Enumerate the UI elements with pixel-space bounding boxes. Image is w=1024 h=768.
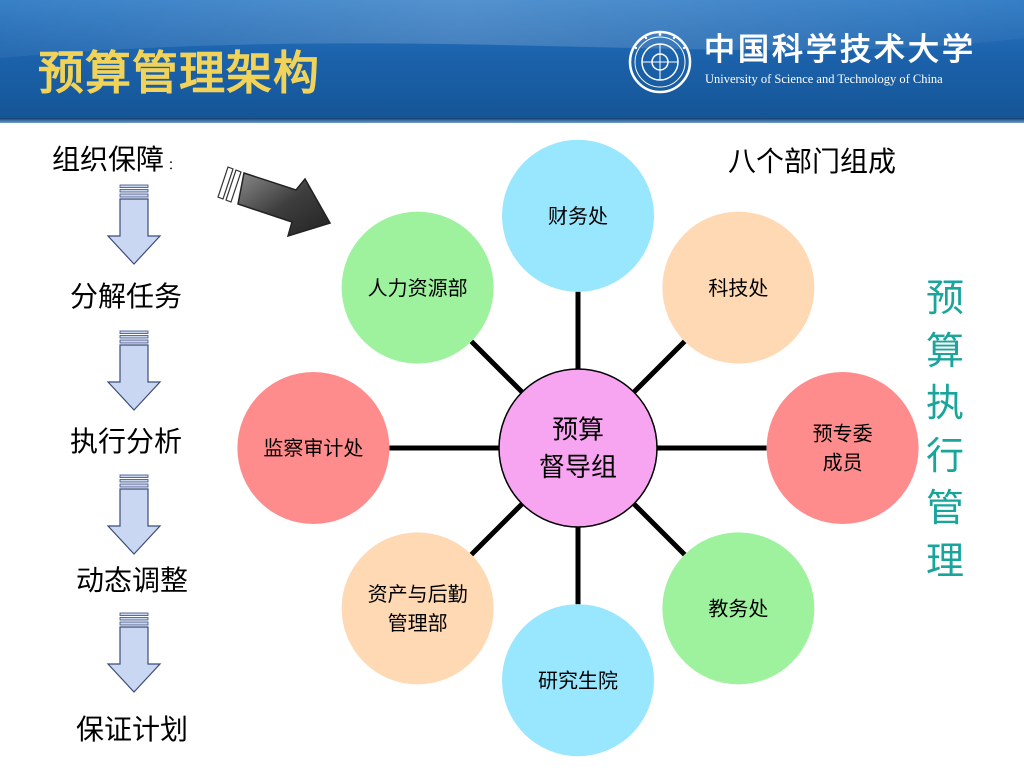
- department-label-line: 研究生院: [538, 668, 618, 692]
- department-node: [662, 211, 815, 364]
- banner-divider: [0, 118, 1024, 123]
- down-arrow-icon: [106, 330, 162, 411]
- flow-step-adjust: 动态调整: [76, 564, 189, 597]
- department-label: 教务处: [708, 597, 768, 621]
- department-label: 财务处: [548, 204, 608, 228]
- connector-line: [632, 502, 687, 557]
- center-node: [498, 368, 658, 528]
- down-arrow-icon: [106, 612, 162, 693]
- budget-execution-label: 预算执行管理: [925, 276, 964, 583]
- department-label: 科技处: [708, 276, 768, 300]
- department-label: 研究生院: [538, 668, 618, 692]
- department-label-line: 教务处: [708, 597, 768, 621]
- department-label: 预专委成员: [813, 422, 873, 475]
- flow-step-label: 组织保障: [52, 143, 165, 176]
- department-label: 人力资源部: [368, 276, 468, 300]
- department-node: [502, 604, 654, 757]
- flow-step-suffix: ：: [168, 158, 181, 172]
- header-banner: 预算管理架构 中国科学技术大学 University of Science an…: [0, 0, 1024, 118]
- department-label-line: 科技处: [708, 276, 768, 300]
- department-node: [237, 372, 390, 524]
- department-node: [662, 532, 815, 685]
- pointer-arrow-icon: [217, 166, 332, 238]
- department-label-line: 管理部: [388, 611, 448, 635]
- department-count-label: 八个部门组成: [728, 145, 897, 178]
- university-name-cn: 中国科学技术大学: [704, 32, 976, 68]
- flow-step-analysis: 执行分析: [70, 425, 183, 458]
- down-arrow-icon: [106, 184, 162, 265]
- banner-shine: [0, 0, 1024, 58]
- department-node: [766, 372, 919, 524]
- connector-line: [469, 502, 524, 557]
- department-label-line: 资产与后勤: [368, 582, 468, 606]
- flow-step-decompose: 分解任务: [70, 280, 183, 313]
- department-node: [502, 139, 654, 292]
- flow-step-guarantee: 保证计划: [76, 713, 189, 746]
- department-label-line: 预专委: [813, 422, 873, 446]
- department-label-line: 人力资源部: [368, 276, 468, 300]
- department-label: 资产与后勤管理部: [368, 582, 468, 635]
- connector-line: [632, 339, 687, 394]
- center-label: 预算督导组: [539, 416, 617, 484]
- flow-step-organization: 组织保障：: [52, 142, 180, 183]
- center-label-line: 督导组: [539, 453, 617, 483]
- department-label-line: 成员: [823, 451, 863, 475]
- department-label: 监察审计处: [263, 436, 363, 460]
- diagram-connectors: [389, 291, 767, 605]
- university-name-en: University of Science and Technology of …: [705, 72, 943, 86]
- department-label-line: 监察审计处: [263, 436, 363, 460]
- department-label-line: 财务处: [548, 204, 608, 228]
- center-label-line: 预算: [552, 416, 604, 446]
- page-title: 预算管理架构: [38, 46, 320, 100]
- department-node: [341, 211, 494, 364]
- department-node: [341, 532, 494, 685]
- down-arrow-icon: [106, 474, 162, 555]
- university-seal-icon: [628, 30, 692, 94]
- connector-line: [469, 339, 524, 394]
